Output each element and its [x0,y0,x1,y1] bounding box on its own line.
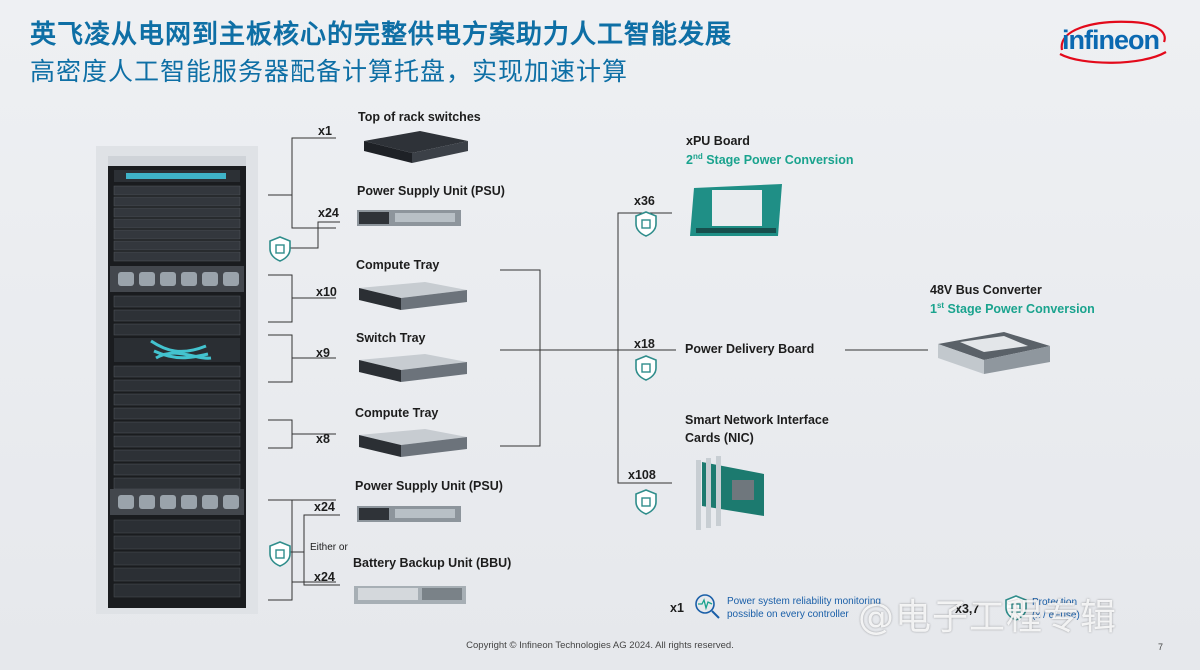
label-nic-line1: Smart Network Interface [685,413,829,427]
watermark: @电子工程专辑 [858,597,1118,638]
switch-tray-image [359,354,467,382]
shield-chip-icon [269,236,291,262]
psu-image [357,506,461,522]
top-of-rack-switch-image [364,131,468,163]
mult-xpu: x36 [634,194,655,208]
psu-image [357,210,461,226]
xpu-board-image [690,184,782,236]
server-rack-image [96,146,258,614]
mult-compute-tray-2: x8 [316,432,330,446]
label-power-delivery-board: Power Delivery Board [685,342,815,356]
label-psu-2: Power Supply Unit (PSU) [355,479,503,493]
mult-nic: x108 [628,468,656,482]
protection-note-line2: (x / eFuse) [1032,610,1080,621]
page-subtitle: 高密度人工智能服务器配备计算托盘，实现加速计算 [30,57,629,86]
mult-bbu: x24 [314,570,335,584]
label-bus-stage: 1st Stage Power Conversion [930,301,1095,317]
protection-note-line1: Protection [1032,597,1078,608]
mult-compute-tray-1: x10 [316,285,337,299]
protection-shield-icon [1005,595,1027,621]
copyright: Copyright © Infineon Technologies AG 202… [466,640,734,651]
label-bbu: Battery Backup Unit (BBU) [353,556,512,570]
page-title: 英飞凌从电网到主板核心的完整供电方案助力人工智能发展 [30,20,733,50]
either-or-label: Either or [310,542,348,553]
mult-psu-1: x24 [318,206,339,220]
compute-tray-image [359,429,467,457]
label-psu-1: Power Supply Unit (PSU) [357,184,505,198]
bus-converter-image [938,332,1050,374]
shield-chip-icon [635,355,657,381]
infineon-logo [1059,20,1167,64]
shield-chip-icon [635,489,657,515]
shield-chip-icon [635,211,657,237]
label-compute-tray-2: Compute Tray [355,406,439,420]
mult-protection: x3,7 [955,602,980,616]
label-switch-tray: Switch Tray [356,331,426,345]
mult-pdb: x18 [634,337,655,351]
compute-tray-image [359,282,467,310]
page-number: 7 [1158,642,1164,652]
label-xpu-stage: 2nd Stage Power Conversion [686,152,854,168]
mult-switch-tray: x9 [316,346,330,360]
logo-text: infineon [1062,25,1160,55]
monitoring-note-line1: Power system reliability monitoring [727,596,881,607]
monitoring-note-line2: possible on every controller [727,609,849,620]
label-compute-tray-1: Compute Tray [356,258,440,272]
label-xpu-board: xPU Board [686,134,750,148]
bbu-image [354,586,466,604]
nic-card-image [696,456,764,530]
shield-chip-icon [269,541,291,567]
label-top-of-rack-switches: Top of rack switches [358,110,481,124]
mult-top-of-rack: x1 [318,124,332,138]
label-48v-bus-converter: 48V Bus Converter [930,283,1042,297]
mult-psu-2: x24 [314,500,335,514]
label-nic-line2: Cards (NIC) [685,431,754,445]
mult-monitoring: x1 [670,601,684,615]
monitoring-magnifier-icon [695,594,720,619]
